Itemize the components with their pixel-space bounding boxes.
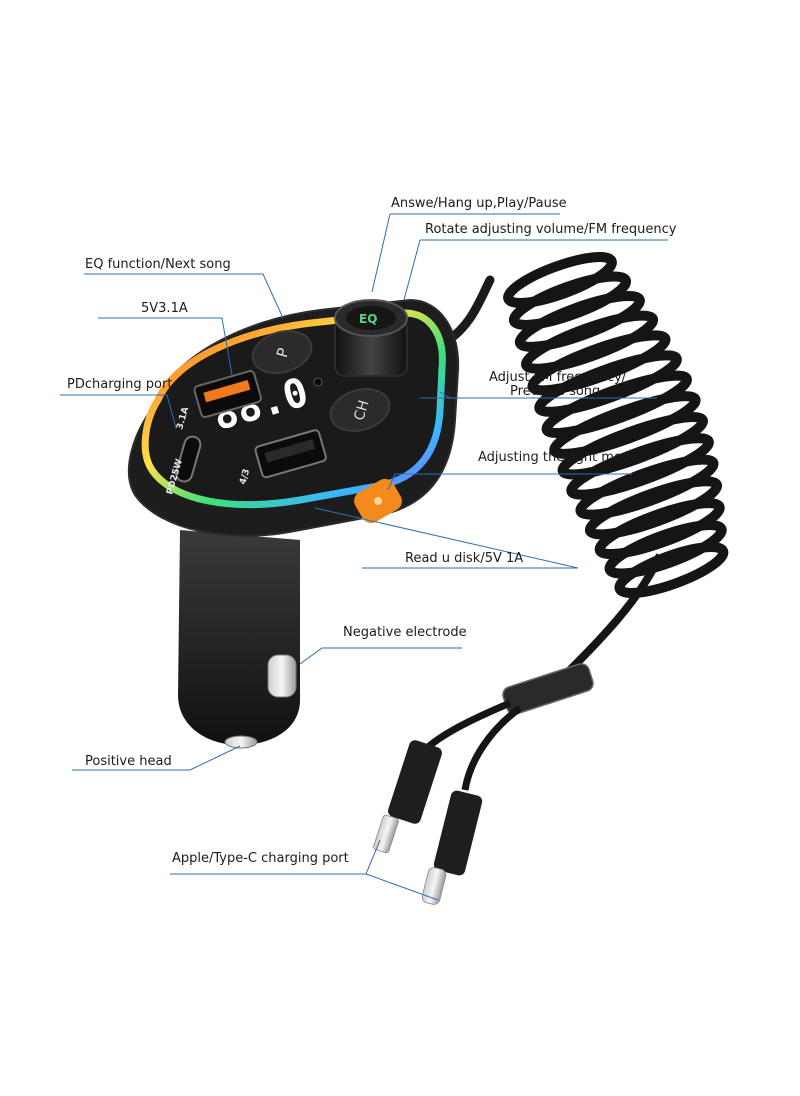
light-mode-button[interactable]	[350, 475, 405, 526]
callout-negative: Negative electrode	[343, 625, 467, 640]
cable-coil-loop	[549, 391, 701, 459]
usb-port-u-disk	[254, 429, 327, 479]
cable-coil-loop	[594, 498, 725, 560]
lightning-plug	[373, 740, 442, 854]
callout-5v: 5V3.1A	[141, 301, 188, 316]
cable-coil-loop	[527, 330, 671, 396]
cable-coil-loop	[614, 542, 729, 598]
callout-apple: Apple/Type-C charging port	[172, 851, 349, 866]
callout-read-u: Read u disk/5V 1A	[405, 551, 523, 566]
knob-mark: EQ	[359, 312, 377, 326]
indicator-dot	[313, 377, 323, 387]
callout-adjust-fm-1: Adjust FM frequency/	[489, 370, 627, 385]
coiled-cable	[373, 252, 729, 905]
negative-electrode-contact	[267, 654, 297, 698]
cable-coil-loop	[541, 370, 692, 438]
callout-pd: PDcharging port	[67, 377, 172, 392]
cable-coil-loop	[604, 520, 727, 579]
callout-adjust-fm-2: Previous song	[510, 384, 600, 399]
usb-port-3-1a	[193, 370, 262, 419]
callout-positive: Positive head	[85, 754, 172, 769]
label-usb: 4/3	[238, 468, 252, 486]
usb-c-plug	[421, 790, 483, 905]
cable-coil-loop	[503, 252, 617, 308]
cable-coil-loop	[514, 290, 645, 352]
callout-rotate: Rotate adjusting volume/FM frequency	[425, 222, 677, 237]
callout-eq: EQ function/Next song	[85, 257, 231, 272]
rotary-knob[interactable]: EQ	[334, 299, 408, 377]
callout-light: Adjusting the light mode	[478, 450, 638, 465]
cable-coil-loop	[575, 454, 719, 520]
cable-coil-loop	[566, 433, 714, 500]
callout-labels: Answe/Hang up,Play/Pause Rotate adjustin…	[67, 196, 677, 866]
car-fm-transmitter: 88.0 3.1A PD25W 4/3 P CH	[127, 298, 460, 749]
type-c-pd-port	[175, 435, 202, 483]
cable-coils	[503, 252, 729, 598]
ch-button[interactable]: CH	[326, 383, 395, 438]
positive-tip	[224, 735, 258, 749]
callout-answer: Answe/Hang up,Play/Pause	[391, 196, 567, 211]
leader-lines	[60, 213, 668, 901]
ch-button-label: CH	[351, 398, 372, 422]
cable-coil-loop	[584, 476, 723, 540]
cable-coil-loop	[534, 350, 682, 417]
p-button[interactable]: P	[248, 325, 317, 380]
cable-coil-loop	[520, 310, 659, 374]
cable-coil-loop	[557, 412, 708, 480]
cable-coil-loop	[508, 271, 632, 330]
charger-plug-barrel	[178, 530, 300, 745]
